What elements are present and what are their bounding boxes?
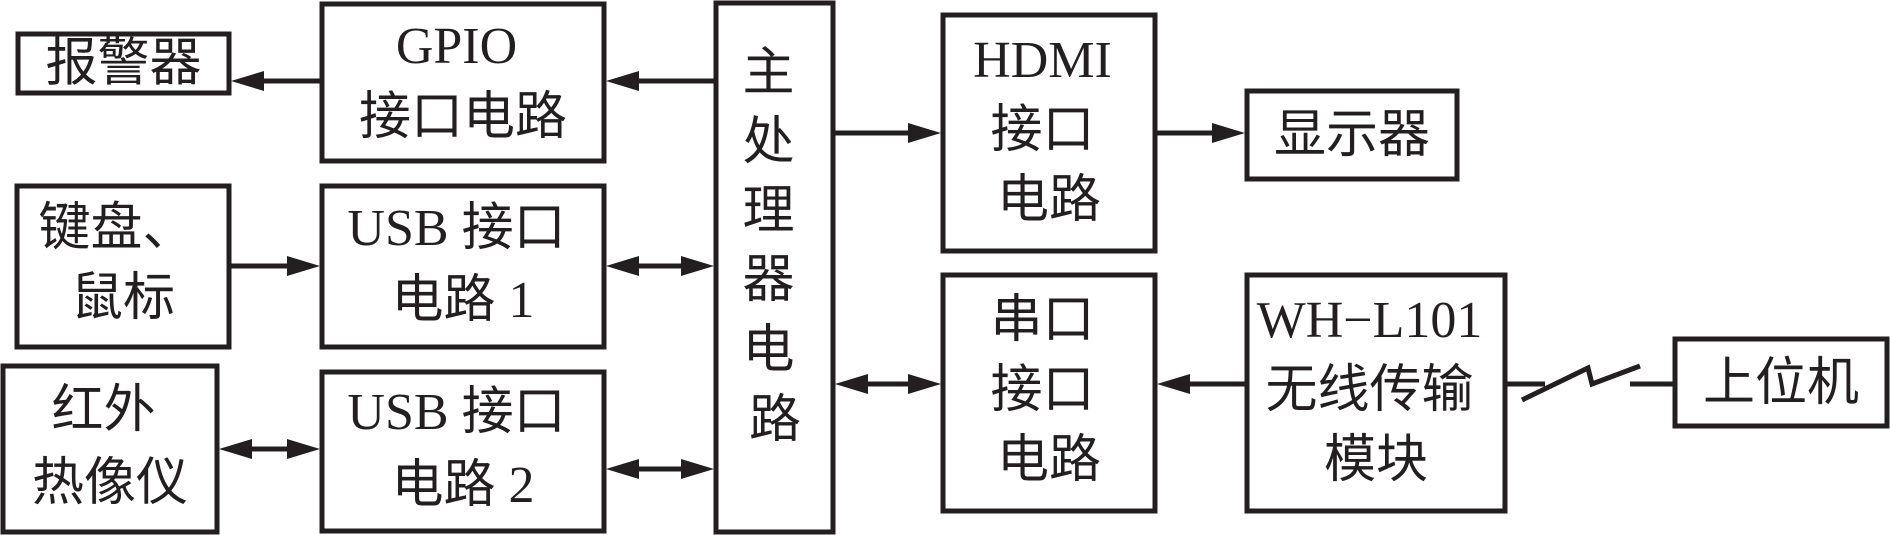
arrow-hdmi-to-display (1155, 123, 1245, 143)
usb1-label-line-2: 电路 1 (391, 272, 534, 329)
box-display: 显示器 (1244, 88, 1460, 182)
svg-text:USB 接口 电路 1: USB 接口 电路 1 (347, 200, 578, 329)
cpu-label-char-1: 主 (742, 45, 794, 102)
keyboard-label-line-1: 键盘、 (38, 200, 194, 257)
box-main-processor: 主 处 理 器 电 路 (713, 0, 836, 535)
keyboard-label-line-2: 鼠标 (71, 270, 175, 327)
svg-text:WH−L101 无线传输 模块: WH−L101 无线传输 模块 (1257, 292, 1496, 489)
arrow-cpu-serial-bidirectional (835, 374, 941, 394)
box-thermal-imager: 红外 热像仪 (0, 363, 220, 535)
cpu-label-char-3: 理 (742, 183, 794, 240)
hdmi-label-line-1: HDMI (973, 32, 1112, 89)
host-label: 上位机 (1703, 355, 1859, 412)
thermal-label-line-2: 热像仪 (32, 455, 188, 512)
cpu-label-char-2: 处 (742, 114, 794, 171)
box-wireless-module: WH−L101 无线传输 模块 (1244, 272, 1508, 514)
arrow-cpu-to-hdmi (833, 123, 941, 143)
svg-text:串口 接口 电路: 串口 接口 电路 (990, 292, 1107, 489)
usb2-label-line-2: 电路 2 (391, 457, 534, 514)
hdmi-label-line-2: 接口 (990, 102, 1094, 159)
alarm-label: 报警器 (45, 35, 201, 92)
usb1-label-line-1: USB 接口 (347, 200, 565, 257)
gpio-label-line-1: GPIO (396, 18, 517, 75)
box-hdmi: HDMI 接口 电路 (940, 12, 1158, 254)
serial-label-line-3: 电路 (997, 432, 1101, 489)
cpu-label-char-4: 器 (742, 252, 794, 309)
svg-text:HDMI 接口 电路: HDMI 接口 电路 (973, 32, 1125, 229)
arrow-gpio-to-alarm (231, 71, 322, 91)
wireless-label-line-3: 模块 (1324, 432, 1428, 489)
cpu-label-char-6: 路 (749, 392, 801, 449)
cpu-label-char-5: 电 (742, 322, 794, 379)
display-label: 显示器 (1274, 107, 1430, 164)
arrow-usb1-cpu-bidirectional (606, 256, 714, 276)
serial-label-line-1: 串口 (990, 292, 1094, 349)
svg-text:显示器: 显示器 (1274, 107, 1430, 164)
svg-text:上位机: 上位机 (1703, 355, 1859, 412)
box-serial: 串口 接口 电路 (940, 272, 1158, 514)
box-host-computer: 上位机 (1672, 336, 1890, 429)
box-keyboard-mouse: 键盘、 鼠标 (14, 183, 232, 350)
arrow-keyboard-to-usb1 (229, 256, 320, 276)
box-gpio: GPIO 接口电路 (319, 1, 607, 164)
svg-text:红外 热像仪: 红外 热像仪 (32, 382, 188, 512)
arrow-cpu-to-gpio (606, 71, 716, 91)
svg-text:主 处 理 器: 主 处 理 器 电 路 (742, 45, 807, 449)
serial-label-line-2: 接口 (990, 362, 1094, 419)
wireless-link-icon (1505, 363, 1675, 403)
arrow-thermal-usb2-bidirectional (219, 439, 320, 459)
arrow-wireless-to-serial (1157, 374, 1247, 394)
box-usb1: USB 接口 电路 1 (319, 183, 607, 350)
box-alarm: 报警器 (15, 31, 232, 96)
wireless-label-line-2: 无线传输 (1265, 362, 1473, 419)
usb2-label-line-1: USB 接口 (347, 384, 565, 441)
svg-text:报警器: 报警器 (45, 35, 201, 92)
box-usb2: USB 接口 电路 2 (319, 369, 607, 534)
svg-text:USB 接口 电路 2: USB 接口 电路 2 (347, 384, 578, 514)
svg-text:键盘、 鼠标: 键盘、 鼠标 (38, 200, 207, 327)
gpio-label-line-2: 接口电路 (359, 89, 567, 146)
hdmi-label-line-3: 电路 (997, 172, 1101, 229)
svg-text:GPIO 接口电路: GPIO 接口电路 (359, 18, 567, 146)
thermal-label-line-1: 红外 (51, 382, 155, 439)
wireless-label-line-1: WH−L101 (1257, 292, 1483, 349)
arrow-usb2-cpu-bidirectional (606, 459, 714, 479)
